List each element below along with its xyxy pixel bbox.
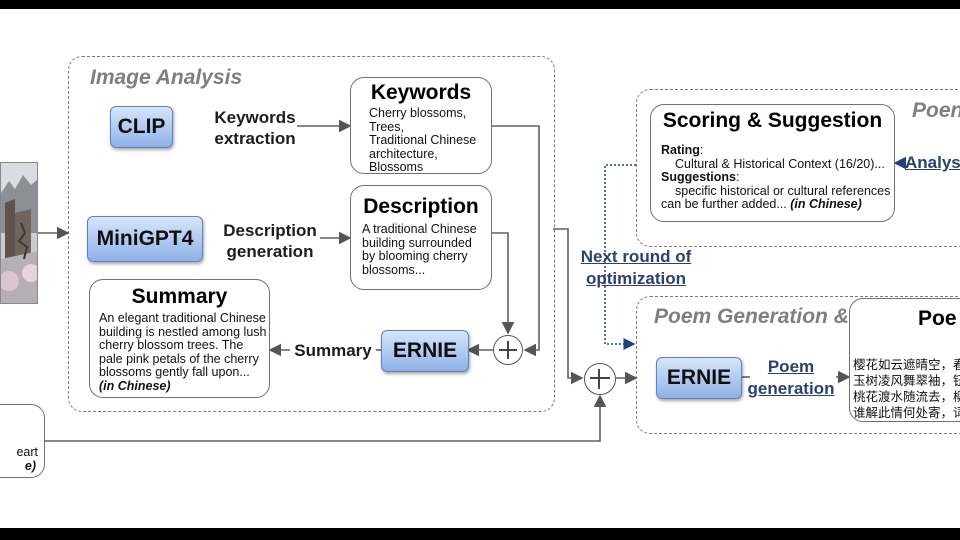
description-generation-label: Description generation <box>223 221 317 261</box>
summary-card-note: (in Chinese) <box>99 378 171 393</box>
next-round-optimization-label: Next round of optimization <box>580 247 692 288</box>
clip-model-node: CLIP <box>110 106 173 148</box>
ernie-summary-node: ERNIE <box>381 330 469 372</box>
user-input-note: e) <box>24 459 36 473</box>
ernie-poem-node: ERNIE <box>656 357 742 399</box>
user-input-card: eart e) <box>0 404 45 478</box>
scoring-group-title: Poen <box>912 99 960 122</box>
suggestions-tail: can be further added... <box>661 197 787 211</box>
poem-line-1: 樱花如云遮晴空，春 <box>853 358 960 372</box>
scoring-card-title: Scoring & Suggestion <box>662 109 883 132</box>
rating-text: Cultural & Historical Context (16/20)... <box>675 156 885 171</box>
keywords-card: Keywords Cherry blossoms, Trees, Traditi… <box>350 77 492 174</box>
top-letterbox-bar <box>0 0 960 9</box>
clip-label: CLIP <box>117 115 166 138</box>
scoring-group <box>636 89 960 247</box>
poem-line-4: 谁解此情何处寄，词 <box>853 406 960 420</box>
merge-plus-large <box>584 363 616 395</box>
summary-card: Summary An elegant traditional Chinese b… <box>89 279 270 398</box>
poem-line-2: 玉树凌风舞翠袖，钮 <box>853 374 960 388</box>
user-input-text: eart <box>16 445 38 459</box>
poem-lines: 樱花如云遮晴空，春 玉树凌风舞翠袖，钮 桃花渡水随流去，柳 谁解此情何处寄，词 <box>853 357 960 421</box>
summary-card-body: An elegant traditional Chinese building … <box>99 311 267 379</box>
minigpt4-label: MiniGPT4 <box>96 227 194 250</box>
poem-generation-step-label: Poem generation <box>747 357 835 398</box>
poem-generation-group <box>636 296 960 434</box>
analysis-link-label: Analys <box>905 153 960 172</box>
suggestions-label: Suggestions <box>661 170 737 184</box>
rating-label: Rating <box>661 143 700 157</box>
summary-card-title: Summary <box>131 285 228 308</box>
merge-plus-small <box>493 335 523 365</box>
suggestions-text: specific historical or cultural referenc… <box>675 183 891 198</box>
minigpt4-model-node: MiniGPT4 <box>87 216 203 262</box>
ernie-summary-label: ERNIE <box>392 339 458 362</box>
bottom-letterbox-bar <box>0 528 960 540</box>
keywords-extraction-label: Keywords extraction <box>214 108 296 148</box>
description-card-body: A traditional Chinese building surrounde… <box>362 222 477 277</box>
keywords-card-body: Cherry blossoms, Trees, Traditional Chin… <box>369 106 477 174</box>
image-analysis-title: Image Analysis <box>90 66 243 89</box>
description-card: Description A traditional Chinese buildi… <box>350 185 492 290</box>
description-card-title: Description <box>363 195 479 218</box>
ernie-poem-label: ERNIE <box>666 366 732 389</box>
poem-card: Poe 樱花如云遮晴空，春 玉树凌风舞翠袖，钮 桃花渡水随流去，柳 谁解此情何处… <box>849 298 960 422</box>
poem-line-3: 桃花渡水随流去，柳 <box>853 390 960 404</box>
input-photo <box>0 162 38 304</box>
building-photo-thumbnail <box>1 163 37 303</box>
scoring-suggestion-card: Scoring & Suggestion Rating: Cultural & … <box>650 104 895 222</box>
poem-card-title: Poe <box>918 307 957 330</box>
summary-step-label: Summary <box>294 341 372 360</box>
scoring-card-note: (in Chinese) <box>790 197 862 211</box>
keywords-card-title: Keywords <box>370 81 472 104</box>
